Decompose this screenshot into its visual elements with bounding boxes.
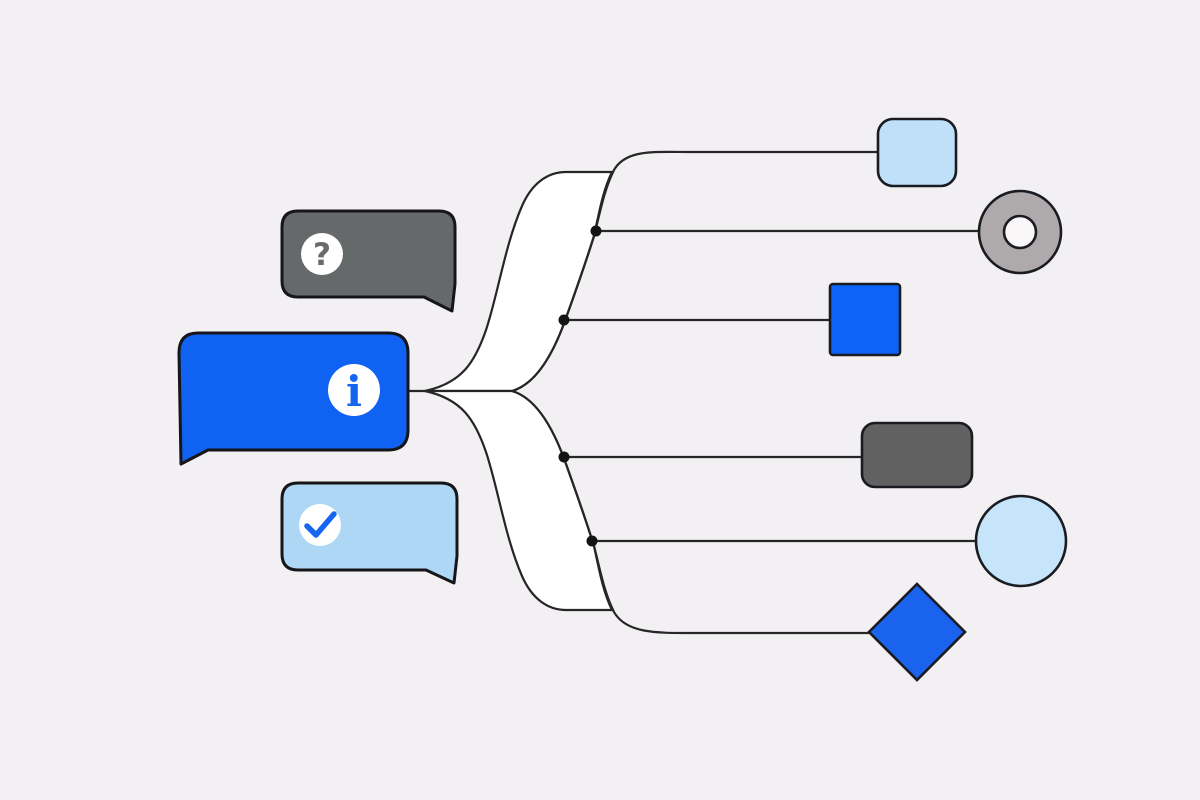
checkmark-icon bbox=[304, 511, 337, 538]
circle-node bbox=[974, 494, 1068, 588]
shape-nodes bbox=[828, 117, 1068, 682]
junction-dot bbox=[590, 225, 602, 237]
info-bubble: i bbox=[177, 331, 410, 466]
connector-group bbox=[406, 150, 979, 635]
junction-dot bbox=[558, 451, 570, 463]
info-icon: i bbox=[346, 367, 362, 416]
square-node bbox=[828, 282, 902, 357]
junction-dot bbox=[586, 535, 598, 547]
question-badge bbox=[301, 233, 343, 275]
diamond-node bbox=[867, 582, 967, 682]
junction-dots bbox=[558, 225, 602, 547]
info-badge bbox=[328, 364, 380, 416]
donut-hole bbox=[1002, 214, 1038, 250]
junction-dot bbox=[558, 314, 570, 326]
question-bubble: ? bbox=[280, 209, 457, 313]
rounded-square-node bbox=[876, 117, 958, 188]
donut-node bbox=[977, 189, 1063, 275]
question-mark-icon: ? bbox=[313, 237, 331, 273]
rectangle-node bbox=[860, 421, 974, 489]
check-bubble bbox=[280, 481, 459, 585]
